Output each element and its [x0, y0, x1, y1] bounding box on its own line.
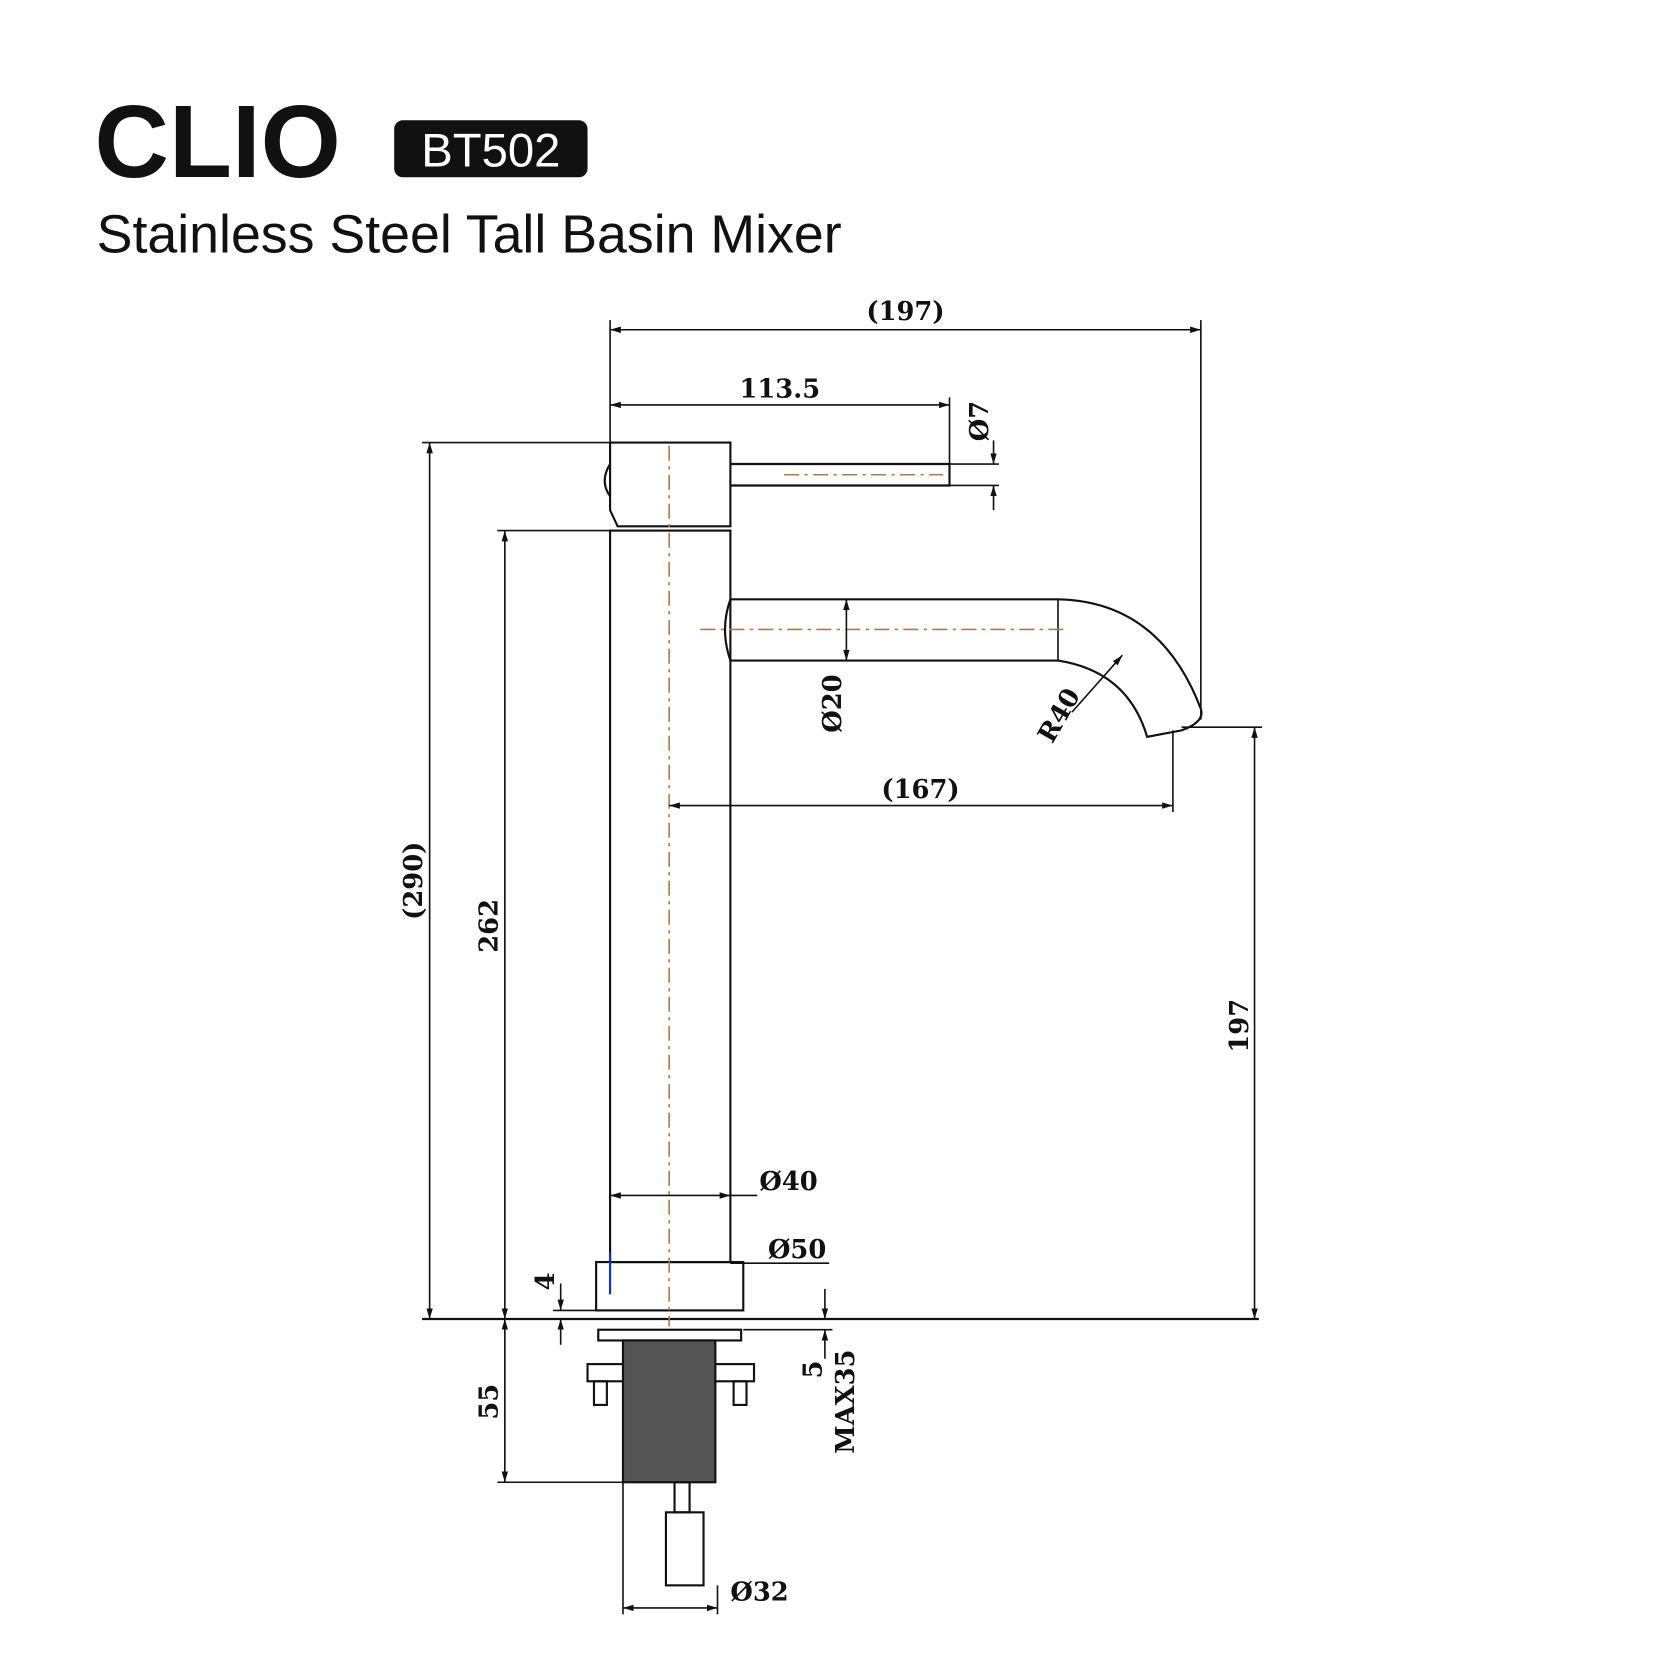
dim-spout-reach: (167) — [881, 775, 959, 805]
dim-shank-diameter: Ø32 — [730, 1577, 788, 1607]
tap-outline — [422, 441, 1259, 1587]
product-subtitle: Stainless Steel Tall Basin Mixer — [97, 204, 842, 264]
dim-spout-diameter: Ø20 — [818, 674, 848, 732]
dim-body-diameter: Ø40 — [759, 1167, 817, 1197]
dim-shank-length: 55 — [474, 1384, 504, 1420]
model-badge — [394, 120, 588, 178]
dim-spout-height: 197 — [1225, 999, 1255, 1053]
dim-handle-length: 113.5 — [739, 374, 820, 404]
product-title: CLIO — [95, 84, 341, 199]
dim-handle-diameter: Ø7 — [965, 401, 995, 441]
dimension-lines — [422, 320, 1263, 1615]
dim-spout-radius: R40 — [1032, 683, 1087, 748]
dim-flange-height: 4 — [531, 1272, 561, 1290]
dim-overall-reach: (197) — [866, 297, 944, 327]
dim-overall-height: (290) — [399, 842, 429, 920]
dim-counter-thickness: 5 — [799, 1361, 829, 1379]
dim-body-height: 262 — [474, 899, 504, 953]
model-badge-text: BT502 — [421, 124, 560, 177]
dim-counter-max: MAX35 — [831, 1350, 861, 1454]
dim-flange-diameter: Ø50 — [768, 1235, 826, 1265]
